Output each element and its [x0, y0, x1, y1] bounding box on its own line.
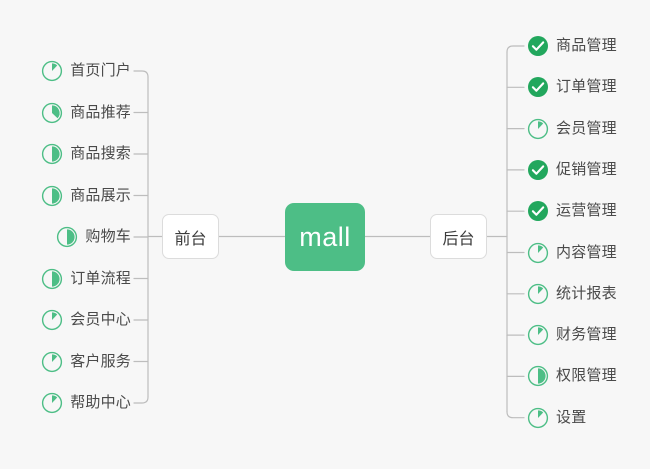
connector-path — [506, 45, 525, 53]
mindmap-leaf-left[interactable]: 商品搜索 — [41, 141, 131, 167]
mindmap-leaf-left[interactable]: 首页门户 — [41, 58, 131, 84]
mindmap-leaf-left[interactable]: 商品展示 — [41, 183, 131, 209]
mindmap-leaf-right[interactable]: 会员管理 — [527, 116, 617, 142]
mindmap-leaf-right[interactable]: 运营管理 — [527, 198, 617, 224]
root-node-mall[interactable]: mall — [285, 203, 365, 271]
mindmap-leaf-right[interactable]: 内容管理 — [527, 240, 617, 266]
mindmap-leaf-left[interactable]: 帮助中心 — [41, 390, 131, 416]
pie-progress-icon — [42, 185, 63, 206]
leaf-label: 订单流程 — [70, 269, 131, 287]
mindmap-leaf-right[interactable]: 财务管理 — [527, 322, 617, 348]
leaf-label: 统计报表 — [556, 284, 617, 302]
leaf-label: 财务管理 — [556, 326, 617, 344]
leaf-label: 商品管理 — [556, 37, 617, 54]
leaf-label: 客户服务 — [70, 352, 131, 370]
leaf-label: 会员中心 — [70, 311, 131, 328]
branch-node-front[interactable]: 前台 — [162, 214, 219, 259]
leaf-label: 订单管理 — [556, 78, 617, 96]
leaf-label: 购物车 — [85, 228, 131, 245]
mindmap-leaf-right[interactable]: 设置 — [527, 405, 586, 431]
mindmap-leaf-left[interactable]: 商品推荐 — [41, 100, 131, 126]
mindmap-leaf-left[interactable]: 购物车 — [56, 224, 131, 250]
mindmap-leaf-right[interactable]: 促销管理 — [527, 157, 617, 183]
pie-progress-icon — [42, 143, 63, 165]
leaf-label: 商品搜索 — [70, 145, 131, 162]
pie-progress-icon — [42, 392, 63, 414]
leaf-label: 首页门户 — [70, 62, 131, 79]
pie-progress-icon — [527, 324, 549, 346]
pie-progress-icon — [42, 351, 63, 372]
mindmap-leaf-right[interactable]: 权限管理 — [527, 363, 617, 389]
mindmap-leaf-left[interactable]: 会员中心 — [41, 307, 131, 333]
pie-progress-icon — [42, 60, 63, 82]
check-circle-icon — [528, 201, 548, 222]
mindmap-leaf-right[interactable]: 统计报表 — [527, 281, 617, 307]
connector-path — [133, 396, 149, 404]
pie-progress-icon — [527, 407, 549, 428]
pie-progress-icon — [527, 366, 549, 387]
connector-path — [506, 411, 525, 419]
leaf-label: 促销管理 — [556, 160, 617, 178]
leaf-label: 权限管理 — [556, 367, 617, 385]
mindmap-leaf-right[interactable]: 商品管理 — [527, 33, 617, 59]
pie-progress-icon — [57, 226, 78, 248]
leaf-label: 会员管理 — [556, 119, 617, 137]
leaf-label: 商品展示 — [70, 186, 131, 204]
pie-progress-icon — [42, 309, 63, 331]
leaf-label: 运营管理 — [556, 202, 617, 220]
leaf-label: 商品推荐 — [70, 103, 131, 121]
pie-progress-icon — [42, 102, 63, 123]
pie-progress-icon — [527, 242, 549, 263]
mindmap-leaf-right[interactable]: 订单管理 — [527, 74, 617, 100]
pie-progress-icon — [527, 118, 549, 139]
pie-progress-icon — [42, 268, 63, 289]
check-circle-icon — [528, 36, 548, 56]
pie-progress-icon — [527, 283, 549, 304]
mindmap-leaf-left[interactable]: 订单流程 — [41, 266, 131, 292]
leaf-label: 帮助中心 — [70, 394, 131, 411]
check-circle-icon — [528, 77, 548, 98]
branch-node-back[interactable]: 后台 — [430, 214, 487, 259]
mindmap-leaf-left[interactable]: 客户服务 — [41, 349, 131, 375]
connector-path — [133, 70, 149, 78]
leaf-label: 设置 — [556, 408, 587, 426]
leaf-label: 内容管理 — [556, 243, 617, 261]
check-circle-icon — [528, 159, 548, 180]
